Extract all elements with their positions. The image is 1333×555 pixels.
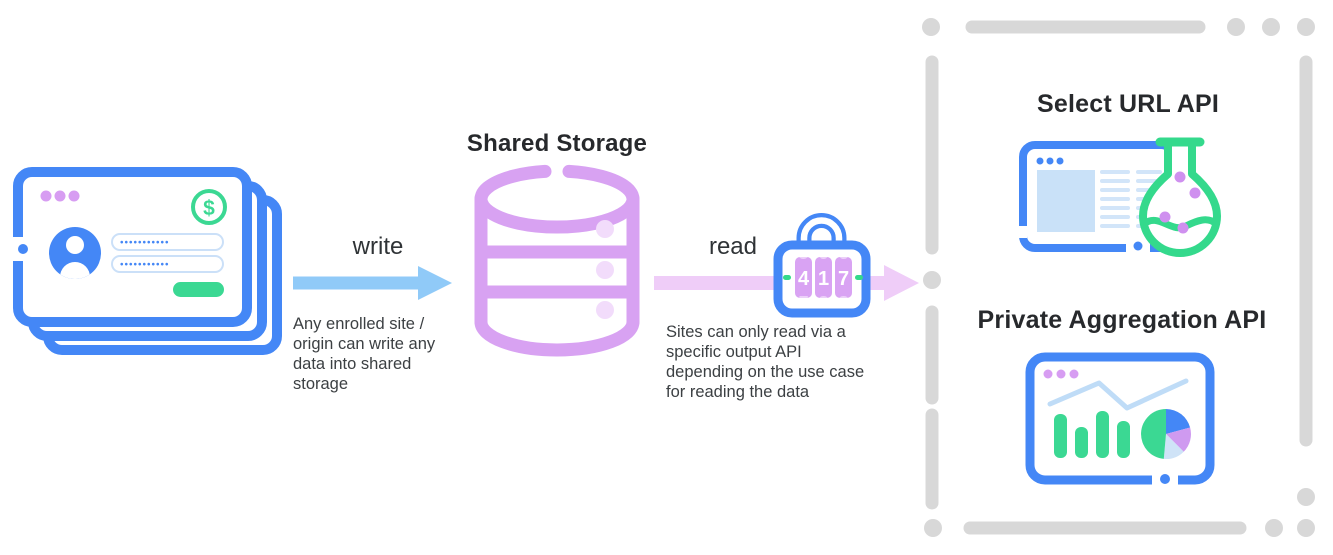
line-chart	[1047, 378, 1189, 411]
privacy-boundary-dashed-border	[922, 18, 1315, 537]
content-block	[1037, 170, 1095, 232]
border-gap	[11, 237, 24, 261]
write-description-line: storage	[293, 375, 349, 393]
dial-3-digit: 7	[838, 268, 849, 290]
flask-icon	[1139, 137, 1221, 257]
combination-lock-icon: 5 0 6 5 2 8 4 1 7	[773, 213, 871, 318]
border-dot	[1133, 241, 1143, 251]
write-label: write	[352, 233, 404, 260]
dial-1-digit: 4	[798, 268, 810, 290]
dial-1-top-digit: 5	[798, 242, 809, 264]
dial-3-bottom-digit: 8	[838, 293, 849, 315]
submit-button-shape	[173, 282, 224, 297]
window-controls-dots	[1036, 157, 1064, 165]
border-dot	[18, 244, 28, 254]
read-description-line: depending on the use case	[666, 363, 865, 381]
private-aggregation-api-icon	[1025, 352, 1215, 486]
read-label: read	[708, 233, 758, 260]
password-dots: •••••••••••	[120, 238, 170, 249]
select-url-api-title: Select URL API	[1036, 90, 1220, 118]
dial-2-top-digit: 0	[818, 242, 829, 264]
dial-2-digit: 1	[818, 268, 829, 290]
pie-chart	[1141, 409, 1191, 460]
password-field-1: •••••••••••	[111, 233, 224, 251]
dial-1-bottom-digit: 5	[798, 293, 809, 315]
read-description: Sites can only read via a specific outpu…	[666, 322, 864, 402]
password-field-2: •••••••••••	[111, 255, 224, 273]
write-description-line: origin can write any	[293, 335, 436, 353]
shared-storage-title: Shared Storage	[466, 130, 648, 157]
lock-dials: 5 0 6 5 2 8 4 1 7	[795, 242, 852, 315]
window-controls-dots	[40, 190, 80, 202]
write-description-line: Any enrolled site /	[293, 315, 425, 333]
browser-window-stack-icon: $ ••••••••••• •••••••••••	[11, 167, 282, 355]
avatar-icon	[49, 227, 101, 279]
write-description-line: data into shared	[293, 355, 412, 373]
private-aggregation-api-title: Private Aggregation API	[977, 306, 1267, 334]
lock-dash-left	[783, 275, 791, 280]
bar-chart	[1054, 411, 1130, 458]
border-gap	[1017, 226, 1027, 238]
password-dots: •••••••••••	[120, 260, 170, 271]
shared-storage-database-icon	[474, 164, 640, 357]
dollar-symbol: $	[203, 197, 215, 220]
select-url-api-icon	[1017, 137, 1221, 257]
dial-3-top-digit: 6	[838, 242, 849, 264]
read-description-line: specific output API	[666, 343, 802, 361]
database-row-dots	[596, 220, 614, 319]
border-dot	[1160, 474, 1170, 484]
flask-bubbles	[1159, 171, 1201, 234]
dollar-icon: $	[191, 189, 227, 225]
read-description-line: Sites can only read via a	[666, 323, 846, 341]
lock-dash-right	[855, 275, 863, 280]
read-description-line: for reading the data	[666, 383, 810, 401]
dial-2-bottom-digit: 2	[818, 293, 829, 315]
window-controls-dots	[1043, 369, 1079, 379]
write-description: Any enrolled site / origin can write any…	[293, 314, 435, 394]
write-arrow-icon	[293, 266, 452, 300]
